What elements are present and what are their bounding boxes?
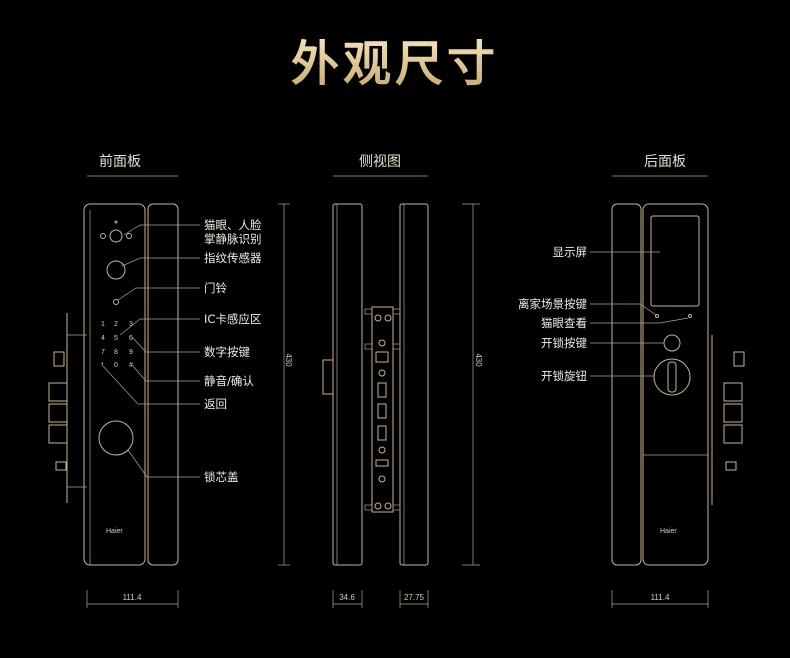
svg-text:430: 430 [284, 353, 293, 367]
svg-text:111.4: 111.4 [651, 593, 670, 602]
svg-text:7: 7 [101, 349, 105, 356]
side-depth-dimensions: 34.6 27.75 [332, 590, 429, 608]
side-view-drawing [322, 203, 429, 566]
svg-text:0: 0 [114, 362, 118, 369]
svg-text:3: 3 [129, 321, 133, 328]
svg-text:1: 1 [101, 321, 105, 328]
svg-text:静音/确认: 静音/确认 [204, 374, 254, 388]
section-back-title: 后面板 [644, 154, 686, 170]
svg-text:4: 4 [101, 335, 105, 342]
front-labels: 猫眼、人脸 掌静脉识别 指纹传感器 门铃 IC卡感应区 数字按键 静音/确认 返… [204, 218, 262, 484]
section-side-title: 侧视图 [359, 154, 401, 170]
back-panel-drawing [590, 203, 745, 566]
side-height-dimension: 430 [462, 203, 483, 566]
svg-text:8: 8 [114, 349, 118, 356]
svg-text:IC卡感应区: IC卡感应区 [204, 312, 261, 326]
svg-text:34.6: 34.6 [339, 593, 355, 602]
svg-text:5: 5 [114, 335, 118, 342]
front-width-dimension: 111.4 [86, 590, 179, 608]
front-height-dimension: 430 [278, 203, 293, 566]
back-width-dimension: 111.4 [611, 590, 709, 608]
svg-text:9: 9 [129, 349, 133, 356]
svg-text:数字按键: 数字按键 [204, 345, 250, 359]
svg-text:离家场景按键: 离家场景按键 [518, 297, 587, 311]
back-labels: 显示屏 离家场景按键 猫眼查看 开锁按键 开锁旋钮 [518, 245, 587, 383]
front-panel-drawing [48, 203, 200, 566]
svg-text:猫眼、人脸: 猫眼、人脸 [204, 218, 262, 232]
brand-logo: Haier [106, 528, 123, 535]
svg-text:2: 2 [114, 321, 118, 328]
svg-text:返回: 返回 [204, 397, 227, 411]
svg-text:6: 6 [129, 335, 133, 342]
section-front-title: 前面板 [99, 153, 141, 170]
keypad: 1 2 3 4 5 6 7 8 9 * 0 # [101, 321, 133, 369]
svg-text:猫眼查看: 猫眼查看 [541, 316, 587, 330]
svg-text:开锁按键: 开锁按键 [541, 336, 587, 350]
svg-text:开锁旋钮: 开锁旋钮 [541, 369, 587, 383]
brand-logo-back: Haier [660, 528, 677, 535]
svg-text:锁芯盖: 锁芯盖 [204, 470, 239, 484]
svg-text:门铃: 门铃 [204, 281, 227, 295]
svg-text:27.75: 27.75 [404, 593, 425, 602]
page-title: 外观尺寸 [291, 36, 499, 92]
svg-text:111.4: 111.4 [123, 593, 142, 602]
svg-text:掌静脉识别: 掌静脉识别 [204, 232, 262, 246]
svg-text:显示屏: 显示屏 [553, 245, 588, 259]
svg-text:430: 430 [474, 353, 483, 367]
svg-text:指纹传感器: 指纹传感器 [204, 251, 262, 265]
svg-text:*: * [101, 362, 104, 369]
svg-text:#: # [129, 362, 133, 369]
